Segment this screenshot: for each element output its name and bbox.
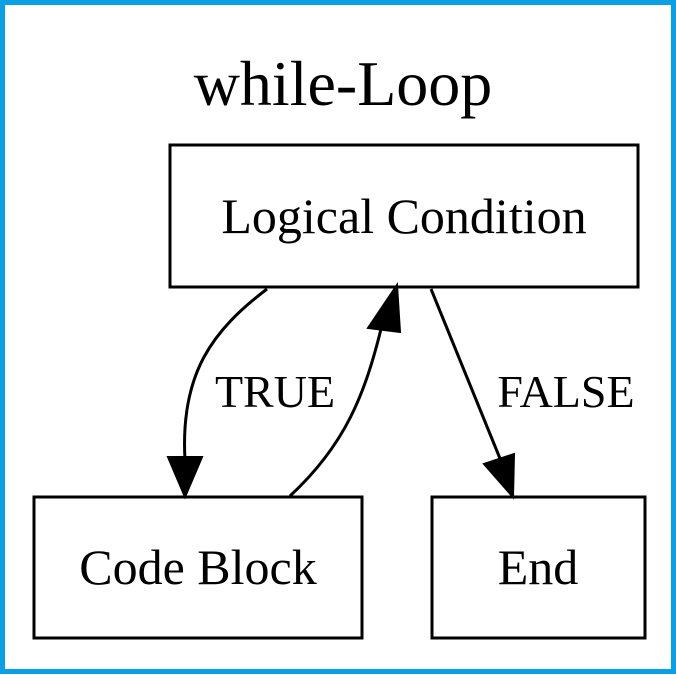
edge-true-label: TRUE	[215, 366, 335, 417]
node-end-label: End	[498, 539, 579, 595]
edge-loop-back	[288, 282, 402, 498]
edge-true: TRUE	[166, 287, 335, 500]
edge-loop-back-arrowhead	[366, 282, 402, 334]
node-logical-condition: Logical Condition	[168, 143, 640, 289]
edge-false-line	[429, 288, 503, 462]
edge-loop-back-line	[288, 324, 384, 498]
edge-false-arrowhead	[482, 452, 516, 500]
node-logical-condition-box	[168, 143, 640, 289]
edge-false: FALSE	[429, 288, 635, 500]
node-code-block-label: Code Block	[79, 539, 316, 595]
flowchart-canvas: while-Loop Logical Condition Code Block …	[32, 48, 647, 640]
node-logical-condition-label: Logical Condition	[221, 188, 586, 244]
node-code-block: Code Block	[32, 495, 364, 640]
edge-true-line	[183, 287, 268, 461]
edge-false-label: FALSE	[497, 366, 634, 417]
node-end: End	[430, 495, 647, 640]
node-code-block-box	[32, 495, 364, 640]
diagram-title: while-Loop	[194, 48, 493, 119]
edge-true-arrowhead	[166, 456, 204, 500]
node-end-box	[430, 495, 647, 640]
